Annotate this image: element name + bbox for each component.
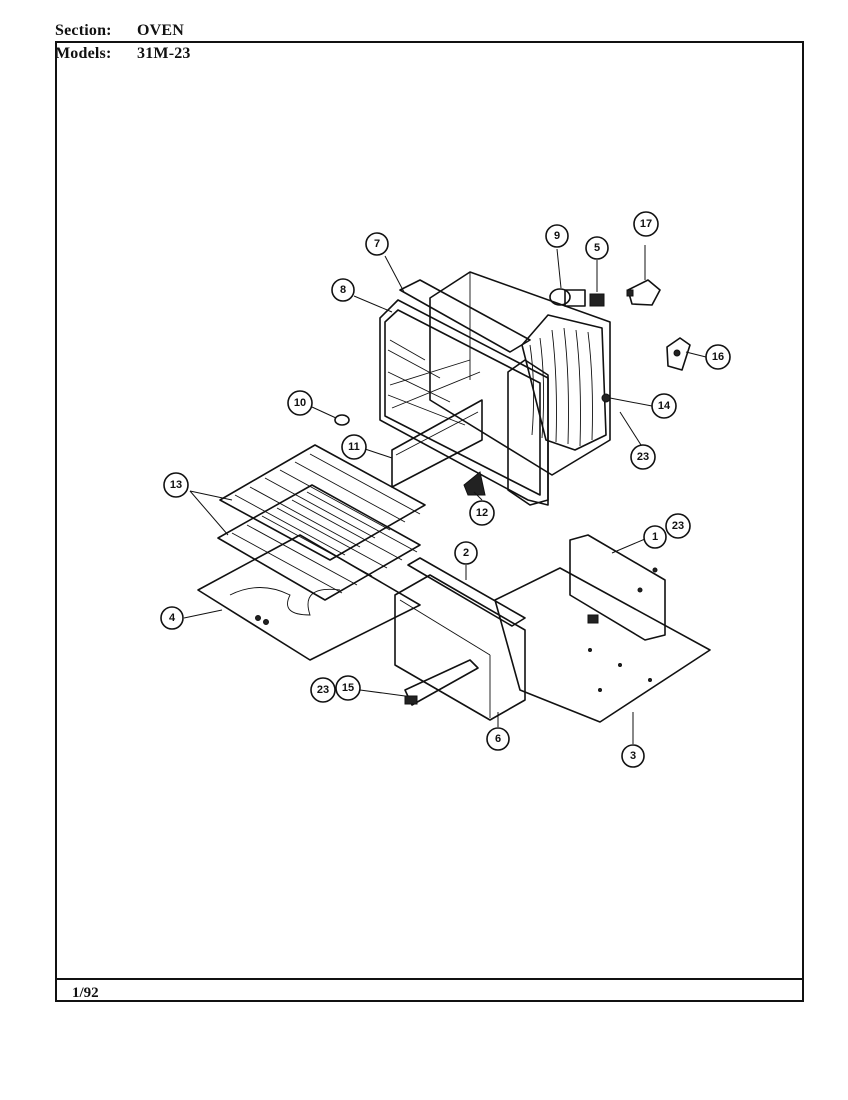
callout-23: 23 bbox=[310, 677, 336, 703]
callout-16: 16 bbox=[705, 344, 731, 370]
callout-label: 8 bbox=[340, 284, 346, 296]
date-code: 1/92 bbox=[72, 985, 99, 1001]
section-value: OVEN bbox=[137, 22, 185, 39]
oven-cavity bbox=[429, 271, 611, 476]
callout-label: 11 bbox=[348, 441, 360, 453]
oven-bottom-panel bbox=[197, 534, 421, 661]
callout-23: 23 bbox=[630, 444, 656, 470]
callout-label: 4 bbox=[169, 612, 176, 624]
small-fasteners bbox=[334, 414, 486, 496]
callout-label: 15 bbox=[342, 682, 354, 694]
callout-1: 1 bbox=[643, 525, 667, 549]
models-value: 31M-23 bbox=[137, 45, 191, 62]
callout-11: 11 bbox=[341, 434, 367, 460]
callout-6: 6 bbox=[486, 727, 510, 751]
oven-front-frame bbox=[379, 279, 549, 506]
callout-5: 5 bbox=[585, 236, 609, 260]
callout-label: 12 bbox=[476, 507, 488, 519]
callout-label: 23 bbox=[672, 520, 684, 532]
callout-10: 10 bbox=[287, 390, 313, 416]
base-floor-panel bbox=[494, 567, 711, 723]
insulation-blanket bbox=[521, 314, 607, 451]
callout-label: 13 bbox=[170, 479, 182, 491]
callout-12: 12 bbox=[469, 500, 495, 526]
callout-8: 8 bbox=[331, 278, 355, 302]
gas-valve-parts bbox=[549, 245, 691, 403]
callouts: 7 9 5 17 8 16 10 14 11 23 13 12 1 23 2 4… bbox=[160, 211, 731, 768]
rear-access-panel bbox=[569, 534, 666, 641]
callout-3: 3 bbox=[621, 744, 645, 768]
callout-label: 23 bbox=[637, 451, 649, 463]
footer-divider bbox=[55, 978, 804, 980]
callout-label: 17 bbox=[640, 218, 652, 230]
callout-label: 7 bbox=[374, 238, 380, 250]
callout-label: 5 bbox=[594, 242, 600, 254]
section-label: Section: bbox=[55, 22, 112, 39]
broil-panel bbox=[391, 399, 483, 488]
callout-7: 7 bbox=[365, 232, 389, 256]
callout-13: 13 bbox=[163, 472, 189, 498]
leader-lines bbox=[183, 248, 707, 744]
callout-9: 9 bbox=[545, 224, 569, 248]
callout-label: 16 bbox=[712, 351, 724, 363]
callout-17: 17 bbox=[633, 211, 659, 237]
callout-label: 23 bbox=[317, 684, 329, 696]
callout-label: 1 bbox=[652, 531, 658, 543]
oven-racks bbox=[217, 444, 426, 601]
callout-14: 14 bbox=[651, 393, 677, 419]
callout-15: 15 bbox=[335, 675, 361, 701]
callout-4: 4 bbox=[160, 606, 184, 630]
callout-2: 2 bbox=[454, 541, 478, 565]
broiler-drawer bbox=[394, 557, 526, 721]
callout-23: 23 bbox=[665, 513, 691, 539]
callout-label: 14 bbox=[658, 400, 671, 412]
callout-label: 9 bbox=[554, 230, 560, 242]
callout-label: 10 bbox=[294, 397, 306, 409]
callout-label: 2 bbox=[463, 547, 469, 559]
callout-label: 3 bbox=[630, 750, 636, 762]
models-label: Models: bbox=[55, 45, 112, 62]
diagram-frame bbox=[55, 41, 804, 1002]
callout-label: 6 bbox=[495, 733, 501, 745]
